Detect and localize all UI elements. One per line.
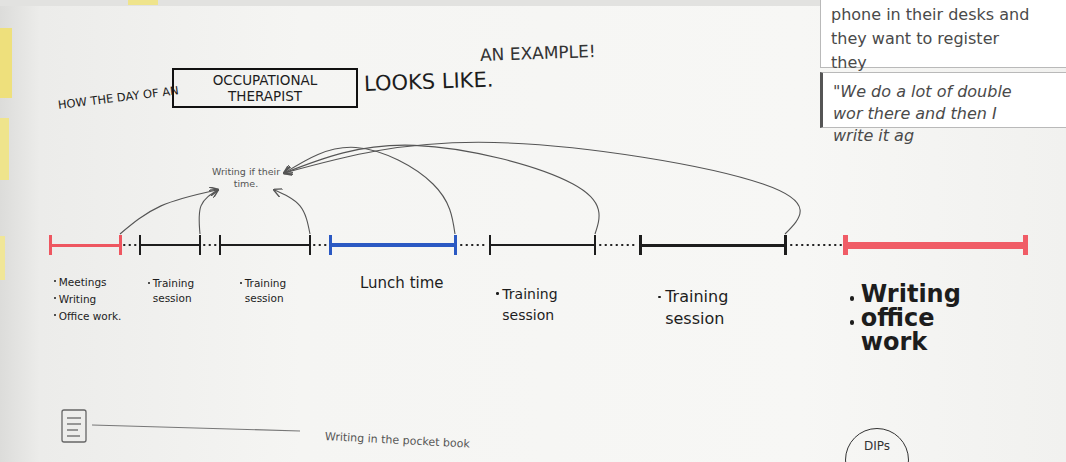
- timeline-segment: Training session: [140, 234, 200, 256]
- sticky-note: [0, 118, 9, 180]
- handwritten-note: Writing if their time.: [208, 166, 284, 190]
- dotted-gap: [124, 244, 137, 246]
- dotted-gap: [314, 244, 328, 246]
- notebook-line: [67, 429, 78, 430]
- quote-card: phone in their desks and they want to re…: [820, 0, 1066, 68]
- node-text: Office work.: [54, 308, 126, 325]
- curved-arrow: [284, 142, 800, 234]
- segment-bar: [845, 242, 1025, 249]
- segment-tick: [219, 235, 221, 255]
- dotted-gap: [600, 244, 637, 246]
- segment-label: Training session: [148, 276, 206, 305]
- node-text: Writing: [850, 282, 960, 306]
- title-box: OCCUPATIONAL THERAPIST: [172, 68, 358, 108]
- node-text: phone in their desks and they want to re…: [831, 3, 1036, 75]
- segment-label: Training session: [496, 284, 576, 326]
- node-text: Training session: [240, 276, 300, 305]
- diagram-title: HOW THE DAY OF AN: [57, 83, 179, 112]
- segment-bar: [220, 244, 310, 246]
- segment-tick: [329, 235, 332, 255]
- node-text: Lunch time: [360, 274, 460, 294]
- node-text: DIPs: [846, 439, 908, 453]
- segment-tick: [199, 235, 201, 255]
- segment-tick: [489, 235, 492, 255]
- segment-bar: [330, 243, 455, 247]
- curved-arrow: [284, 147, 455, 234]
- card-text: "We do a lot of double wor there and the…: [833, 81, 1038, 147]
- quote-card-italic: "We do a lot of double wor there and the…: [820, 72, 1066, 128]
- segment-label: Training session: [658, 286, 758, 329]
- curved-arrow: [199, 190, 218, 234]
- segment-label: MeetingsWritingOffice work.: [54, 274, 126, 324]
- segment-tick: [309, 235, 311, 255]
- node-text: Training session: [148, 276, 206, 305]
- connector-group: [120, 142, 800, 234]
- segment-label: Training session: [240, 276, 300, 305]
- notebook-line: [67, 435, 80, 436]
- free-label: Writing in the pocket book: [325, 430, 470, 451]
- dotted-gap: [461, 244, 487, 246]
- timeline-segment: Training session: [490, 234, 595, 256]
- dotted-gaps: [124, 244, 842, 246]
- card-text: phone in their desks and they want to re…: [831, 3, 1036, 75]
- notebook-outline: [62, 410, 86, 442]
- node-text: Training session: [658, 286, 758, 329]
- node-text: Meetings: [54, 274, 126, 291]
- notebook-line: [67, 417, 81, 418]
- segment-bar: [640, 244, 785, 247]
- free-label: AN EXAMPLE!: [480, 41, 596, 65]
- timeline-segment: Writingoffice work: [845, 234, 1025, 256]
- circle-node: DIPs: [845, 428, 909, 462]
- segment-tick: [843, 235, 848, 255]
- node-text: Writing: [54, 291, 126, 308]
- curved-arrow: [274, 190, 310, 234]
- sticky-note: [0, 236, 5, 280]
- timeline-segment: Lunch time: [330, 234, 455, 256]
- curved-arrow: [284, 145, 599, 234]
- segment-bar: [50, 244, 120, 247]
- node-text: Writing if their time.: [208, 166, 284, 190]
- sticky-note: [0, 28, 12, 98]
- node-text: office work: [850, 306, 960, 354]
- segment-tick: [139, 235, 141, 255]
- segment-tick: [49, 235, 52, 255]
- node-text: Training session: [496, 284, 576, 326]
- segment-tick: [454, 235, 457, 255]
- segment-bar: [140, 244, 200, 246]
- segment-tick: [784, 235, 787, 255]
- node-text: OCCUPATIONAL THERAPIST: [174, 72, 356, 104]
- leader-line: [92, 425, 300, 431]
- curved-arrow: [120, 190, 218, 234]
- node-text: "We do a lot of double wor there and the…: [833, 81, 1038, 147]
- segment-tick: [119, 235, 122, 255]
- timeline-segment: Training session: [220, 234, 310, 256]
- dotted-gap: [791, 244, 842, 246]
- timeline-segment: MeetingsWritingOffice work.: [50, 234, 120, 256]
- free-label: LOOKS LIKE.: [364, 67, 494, 96]
- segment-label: Writingoffice work: [850, 282, 960, 354]
- segment-tick: [594, 235, 597, 255]
- sticky-note: [128, 0, 158, 5]
- segment-label: Lunch time: [360, 274, 460, 294]
- notebook-icon: [62, 410, 86, 442]
- segment-bar: [490, 244, 595, 247]
- segment-tick: [1023, 235, 1028, 255]
- dotted-gap: [204, 244, 217, 246]
- segment-tick: [639, 235, 642, 255]
- notebook-line: [67, 423, 81, 424]
- timeline-segment: Training session: [640, 234, 785, 256]
